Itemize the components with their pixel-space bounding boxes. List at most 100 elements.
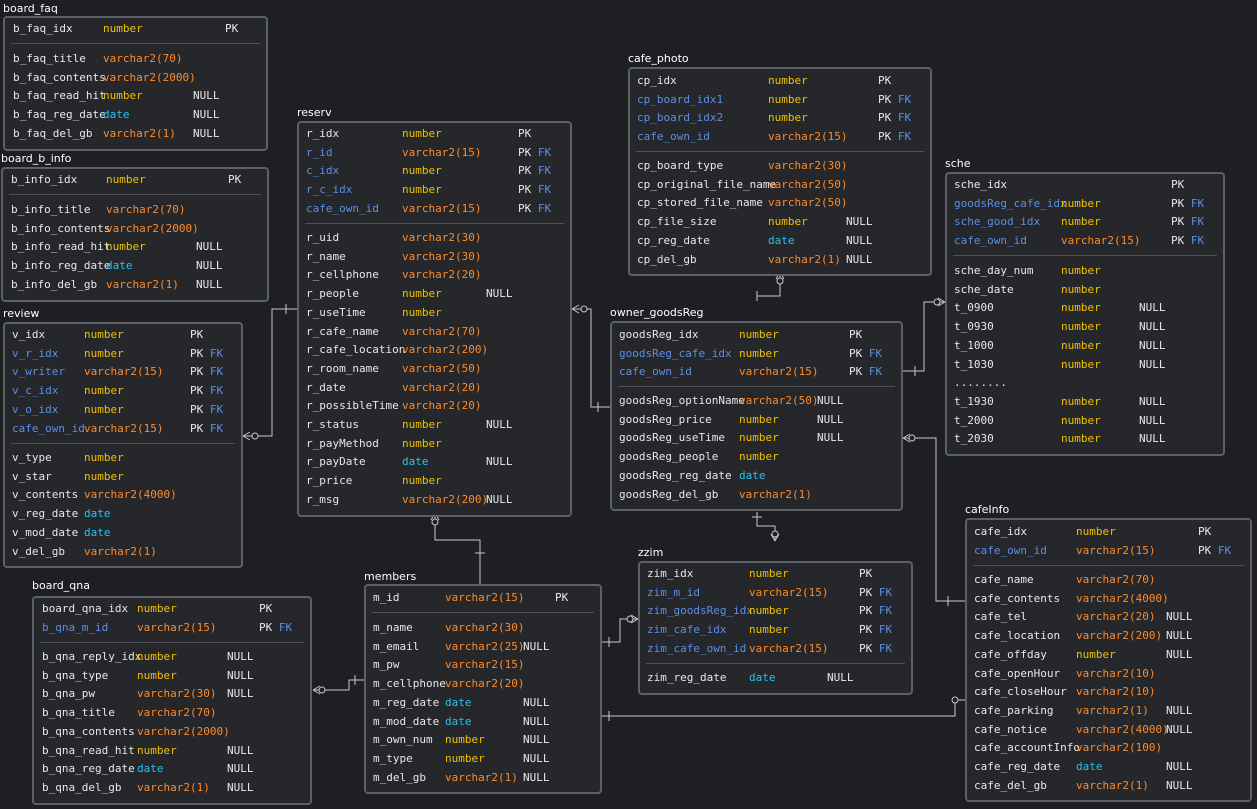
column-row[interactable]: ........ (947, 374, 1223, 393)
